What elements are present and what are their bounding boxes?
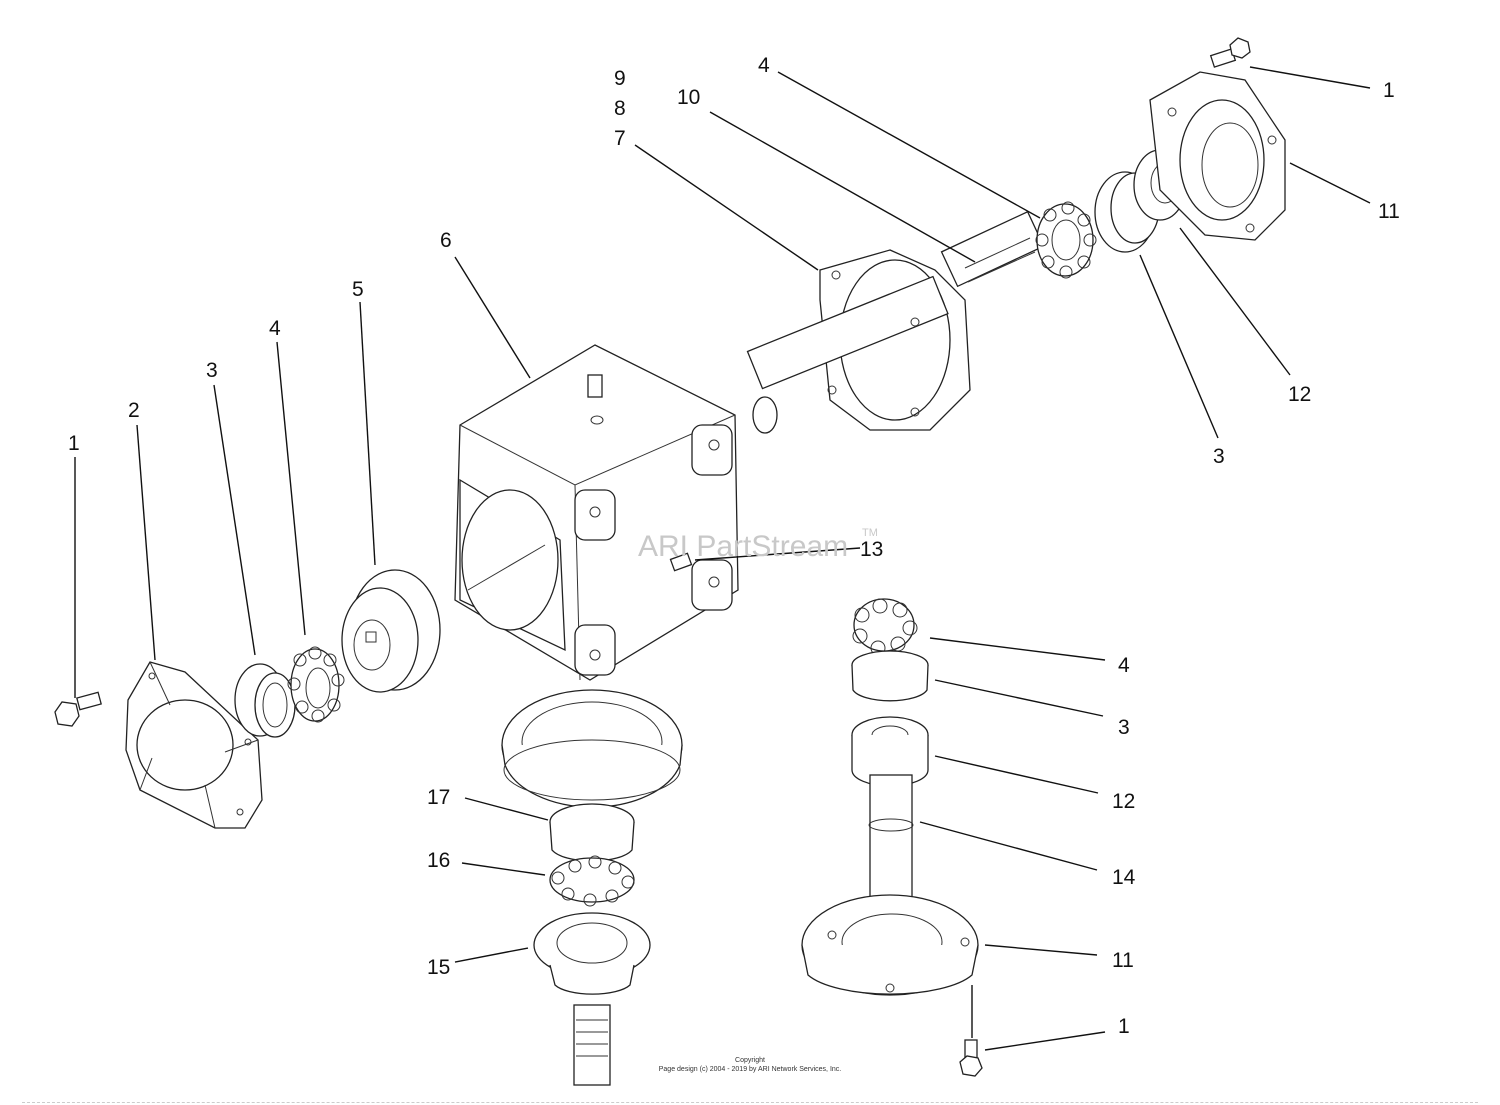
part-input-shaft-assembly xyxy=(746,210,1045,434)
callout-9: 9 xyxy=(614,67,626,90)
part-end-cap-bottom xyxy=(801,894,979,996)
leader-16 xyxy=(461,862,546,876)
copyright-line-2: Page design (c) 2004 - 2019 by ARI Netwo… xyxy=(659,1066,842,1073)
leader-3-top xyxy=(1139,254,1219,439)
callout-7: 7 xyxy=(614,127,626,150)
leader-10 xyxy=(709,111,976,263)
callout-4-top: 4 xyxy=(758,54,770,77)
part-seal-left xyxy=(341,569,441,693)
callout-10: 10 xyxy=(677,86,700,109)
leader-12-top xyxy=(1179,227,1291,376)
callout-3-left: 3 xyxy=(206,359,218,382)
leader-11-top xyxy=(1289,162,1371,204)
callout-12-right: 12 xyxy=(1112,790,1135,813)
leader-11-right xyxy=(984,944,1098,956)
callout-1-right: 1 xyxy=(1118,1015,1130,1038)
part-bearing-cup-17 xyxy=(549,803,635,862)
callout-2-left: 2 xyxy=(128,399,140,422)
callout-5-left: 5 xyxy=(352,278,364,301)
leader-17 xyxy=(464,797,549,821)
part-cover-flange-left xyxy=(125,661,263,829)
part-bearing-cone-top xyxy=(1035,201,1097,279)
part-bolt-left xyxy=(54,691,102,727)
watermark-text: ARI PartStream xyxy=(638,530,848,563)
callout-6: 6 xyxy=(440,229,452,252)
part-shaft-and-bearing-right xyxy=(851,716,929,906)
part-bearing-cone-16 xyxy=(549,855,635,907)
leader-13 xyxy=(694,547,861,561)
leader-5-left xyxy=(359,301,376,566)
callout-labels: 1 2 3 4 5 6 9 8 7 10 4 1 11 12 3 13 4 3 … xyxy=(68,54,1400,1038)
callout-16: 16 xyxy=(427,849,450,872)
leader-12-right xyxy=(934,755,1099,794)
part-output-seal-15 xyxy=(533,912,651,1086)
leader-4-top xyxy=(777,71,1041,219)
part-bolt-bottom xyxy=(959,1039,983,1077)
callout-11-right: 11 xyxy=(1112,949,1134,972)
part-bearing-cup-left xyxy=(234,663,296,738)
part-bearing-cone-right xyxy=(852,598,918,656)
callout-8: 8 xyxy=(614,97,626,120)
watermark: ARI PartStream TM xyxy=(638,527,878,563)
callout-1-left: 1 xyxy=(68,432,80,455)
leader-3-right xyxy=(934,679,1104,717)
leader-7 xyxy=(634,144,819,271)
part-bearing-cone-left xyxy=(287,646,345,723)
part-bottom-seal-ring xyxy=(501,689,683,808)
callout-3-top: 3 xyxy=(1213,445,1225,468)
leader-3-left xyxy=(213,384,256,656)
leader-14 xyxy=(919,821,1098,871)
leader-15 xyxy=(454,947,529,963)
callout-13: 13 xyxy=(860,538,883,561)
callout-1-top: 1 xyxy=(1383,79,1395,102)
leader-2-left xyxy=(136,424,156,661)
leader-4-right xyxy=(929,637,1106,661)
callout-12-top: 12 xyxy=(1288,383,1311,406)
part-bearing-cup-right xyxy=(851,650,929,702)
callout-3-right: 3 xyxy=(1118,716,1130,739)
part-end-cap-top xyxy=(1149,71,1286,241)
part-bolt-top xyxy=(1209,37,1251,68)
callout-15: 15 xyxy=(427,956,450,979)
page-divider xyxy=(22,1102,1478,1103)
copyright-notice: Copyright Page design (c) 2004 - 2019 by… xyxy=(659,1057,842,1073)
leader-lines xyxy=(74,66,1371,1051)
callout-4-right: 4 xyxy=(1118,654,1130,677)
leader-6 xyxy=(454,256,531,379)
leader-1-right xyxy=(984,1031,1106,1051)
part-gearbox-housing xyxy=(454,344,739,681)
callout-4-left: 4 xyxy=(269,317,281,340)
leader-4-left xyxy=(276,341,306,636)
leader-1-top xyxy=(1249,66,1371,89)
callout-11-top: 11 xyxy=(1378,200,1400,223)
callout-14: 14 xyxy=(1112,866,1136,889)
copyright-line-1: Copyright xyxy=(735,1057,765,1064)
callout-17: 17 xyxy=(427,786,450,809)
watermark-trademark: TM xyxy=(862,527,878,539)
